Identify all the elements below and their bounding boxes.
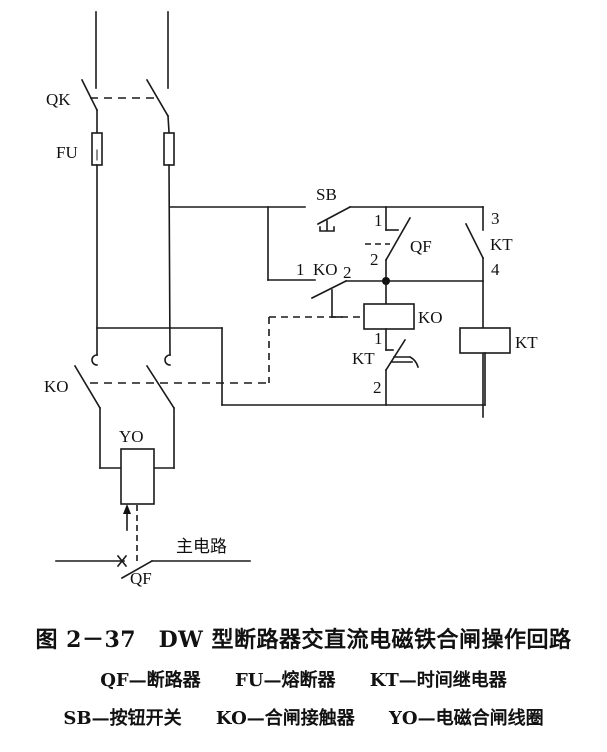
label-qf-main: QF — [130, 569, 152, 588]
legend-yo: YO—电磁合闸线圈 — [389, 708, 544, 729]
legend-ko: KO—合闸接触器 — [215, 708, 355, 729]
label-kt-contact: KT — [490, 235, 513, 254]
kt-coil — [459, 327, 511, 354]
kt-delay-contact-blade — [384, 338, 407, 372]
ko-main-contact-right-blade — [145, 364, 176, 410]
label-kt-delay: KT — [352, 349, 375, 368]
supply-line-right — [145, 11, 176, 469]
label-qf-aux: QF — [410, 237, 432, 256]
qf-main-blade — [120, 559, 154, 580]
sb-button-blade — [316, 205, 352, 226]
label-kt-num4: 4 — [491, 260, 500, 279]
label-kt-delay-num1: 1 — [374, 329, 383, 348]
kt-contact-blade — [464, 222, 485, 260]
arrow-head-icon — [123, 504, 131, 514]
main-circuit — [55, 554, 251, 580]
figure-title: 图 2－37 DW 型断路器交直流电磁铁合闸操作回路 — [35, 627, 572, 653]
label-main-circuit: 主电路 — [176, 537, 227, 557]
qf-aux-contact-blade — [384, 216, 412, 262]
qk-switch-left-blade — [80, 78, 99, 112]
ko-main-contact-right-terminal — [164, 354, 171, 366]
ko-aux-contact-blade — [310, 279, 348, 300]
sb-button-actuator — [319, 220, 335, 232]
ko-main-contact-left-terminal — [91, 354, 98, 366]
label-qf-aux-num2: 2 — [370, 250, 379, 269]
yo-coil — [120, 448, 155, 505]
ko-coil — [363, 303, 415, 330]
legend-sb: SB—按钮开关 — [63, 708, 182, 729]
circuit-diagram: QK FU SB 1 KO 2 1 2 QF 3 KT 4 KO KT 1 KT… — [44, 11, 538, 588]
ko-main-contact-left-blade — [73, 364, 102, 410]
label-ko-aux-num2: 2 — [343, 263, 352, 282]
kt-delay-mark — [391, 355, 419, 368]
label-fu: FU — [56, 143, 78, 162]
label-kt-coil: KT — [515, 333, 538, 352]
label-ko-aux: KO — [313, 260, 338, 279]
fuse-right — [163, 132, 175, 166]
legend-line-1: QF—断路器 FU—熔断器 KT—时间继电器 — [0, 666, 607, 692]
legend-line-2: SB—按钮开关 KO—合闸接触器 YO—电磁合闸线圈 — [0, 704, 607, 730]
label-ko-main: KO — [44, 377, 69, 396]
label-kt-num3: 3 — [491, 209, 500, 228]
legend-fu: FU—熔断器 — [234, 670, 336, 691]
label-qf-aux-num1: 1 — [374, 211, 383, 230]
legend-qf: QF—断路器 — [100, 670, 201, 691]
qk-switch-right-blade — [145, 78, 170, 118]
supply-line-left — [73, 11, 123, 469]
label-ko-aux-num1: 1 — [296, 260, 305, 279]
label-ko-coil: KO — [418, 308, 443, 327]
label-qk: QK — [46, 90, 71, 109]
legend-kt: KT—时间继电器 — [369, 670, 507, 691]
label-yo: YO — [119, 427, 144, 446]
label-sb: SB — [316, 185, 337, 204]
label-kt-delay-num2: 2 — [373, 378, 382, 397]
